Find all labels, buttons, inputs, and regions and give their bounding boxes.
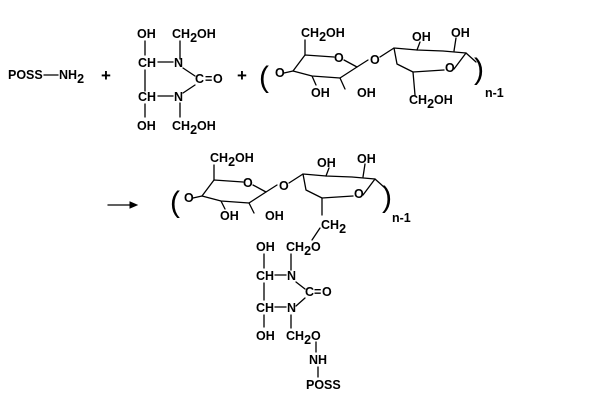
repeat-n-1-top: n-1: [485, 86, 504, 100]
p-ring1-oh-b: OH: [265, 209, 284, 223]
p-c-carbonyl: C: [305, 285, 314, 299]
p-glycosidic-o-middle: O: [279, 179, 289, 193]
ch2oh-bottom: CH2OH: [172, 119, 216, 137]
ch-lower: CH: [138, 90, 156, 104]
reactant-dmdheu: OH CH2OH CH N C = O CH N OH CH2OH: [137, 27, 223, 137]
plus-sign-1: +: [101, 66, 111, 85]
p-ring2-oh-b: OH: [357, 152, 376, 166]
ch-upper: CH: [138, 56, 156, 70]
reactant-cellulose: ( CH2OH O O OH OH O O OH OH CH2OH ) n-1: [259, 26, 504, 111]
ring2-oh-a: OH: [412, 30, 431, 44]
reaction-arrow: [107, 201, 139, 209]
arrow-head: [129, 201, 139, 209]
ring2-ch2oh: CH2OH: [409, 93, 453, 111]
eq-carbonyl: =: [205, 72, 212, 86]
p-eq-carbonyl: =: [314, 285, 321, 299]
p-poss-label: POSS: [306, 378, 341, 392]
ring1-oh-b: OH: [357, 86, 376, 100]
p-ch2-o-lower: CH2O: [286, 329, 321, 347]
p-ch2-o-upper: CH2O: [286, 240, 321, 258]
c-carbonyl: C: [195, 72, 204, 86]
p-n-upper: N: [287, 269, 296, 283]
paren-close-top: ): [474, 53, 484, 86]
ring2-o: O: [445, 61, 455, 75]
p-ch-lower: CH: [256, 301, 274, 315]
plus-sign-2: +: [237, 66, 247, 85]
ring2-oh-b: OH: [451, 26, 470, 40]
nh2-label: NH2: [59, 68, 84, 86]
reactant-poss-nh2: POSS NH2: [8, 68, 84, 86]
paren-close-bottom: ): [382, 181, 392, 214]
paren-open-bottom: (: [170, 186, 180, 219]
paren-open-top: (: [259, 61, 269, 94]
glycosidic-o-left: O: [275, 66, 285, 80]
p-linker-ch2-upper: CH2: [321, 218, 346, 236]
p-ch-upper: CH: [256, 269, 274, 283]
p-o-carbonyl: O: [322, 285, 332, 299]
o-carbonyl: O: [213, 72, 223, 86]
product-cellulose-dmdheu-poss: ( CH2OH O O OH OH O O OH OH ) n-1 CH2 OH…: [170, 151, 411, 392]
ring1-o: O: [334, 51, 344, 65]
p-n-lower: N: [287, 301, 296, 315]
p-ring1-oh-a: OH: [220, 209, 239, 223]
p-ring2-o: O: [354, 187, 364, 201]
ring1-ch2oh: CH2OH: [301, 26, 345, 44]
n-upper: N: [174, 56, 183, 70]
glycosidic-o-middle: O: [370, 53, 380, 67]
poss-label: POSS: [8, 68, 43, 82]
p-oh-upper: OH: [256, 240, 275, 254]
p-ring1-o: O: [243, 176, 253, 190]
p-ring1-ch2oh: CH2OH: [210, 151, 254, 169]
p-glycosidic-o-left: O: [184, 191, 194, 205]
oh-top: OH: [137, 27, 156, 41]
n-lower: N: [174, 90, 183, 104]
p-nh: NH: [309, 353, 327, 367]
oh-bottom: OH: [137, 119, 156, 133]
p-ring2-oh-a: OH: [317, 156, 336, 170]
p-oh-lower: OH: [256, 329, 275, 343]
ring1-oh-a: OH: [311, 86, 330, 100]
repeat-n-1-bottom: n-1: [392, 211, 411, 225]
ch2oh-top: CH2OH: [172, 27, 216, 45]
